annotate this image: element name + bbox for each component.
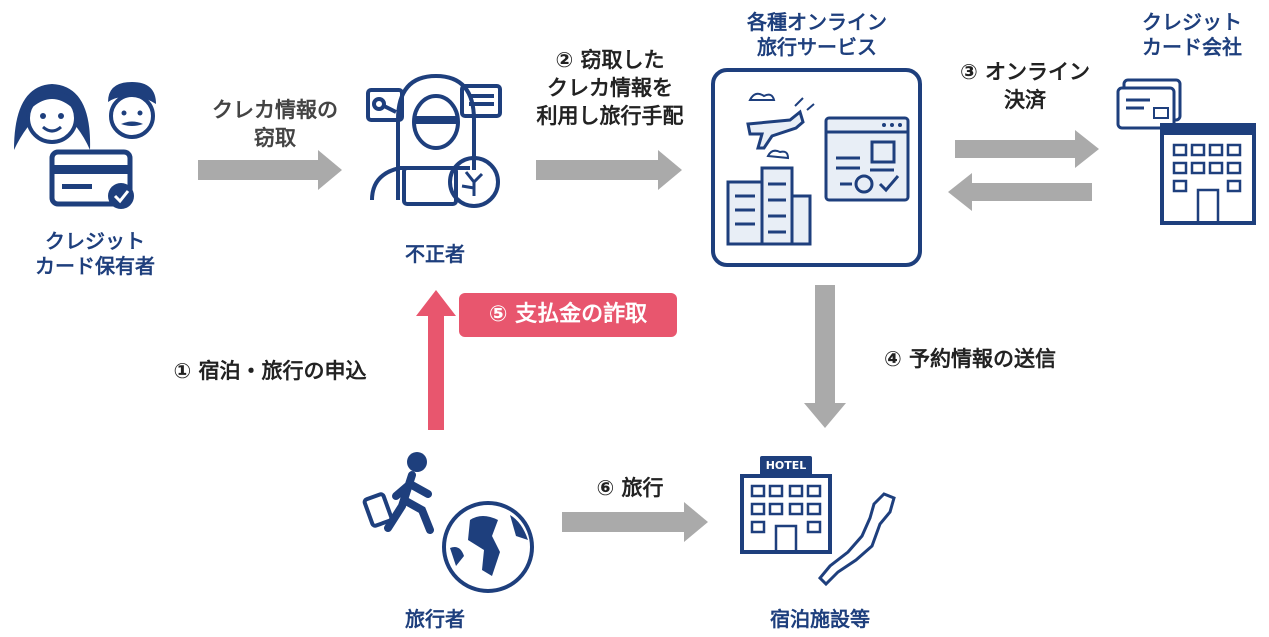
arrow-theft (198, 150, 342, 190)
cardholder-icon (14, 82, 156, 209)
step5-badge: ⑤ 支払金の詐取 (459, 293, 677, 337)
fraudster-icon (366, 73, 502, 208)
card-company-label: クレジット カード会社 (1142, 10, 1242, 59)
hotel-sign: HOTEL (765, 459, 807, 472)
step4-label: ④ 予約情報の送信 (883, 347, 1057, 371)
online-service-panel (711, 68, 922, 267)
accommodation-label: 宿泊施設等 (770, 607, 870, 631)
step3-label: ③ オンライン 決済 (959, 60, 1091, 112)
step6-label: ⑥ 旅行 (596, 476, 664, 500)
arrow-payment-out (955, 130, 1099, 168)
theft-label: クレカ情報の 窃取 (212, 98, 338, 150)
hotel-icon (740, 456, 896, 587)
arrow-arrange (536, 150, 682, 190)
traveler-icon (362, 452, 534, 593)
arrow-defraud (416, 290, 456, 430)
traveler-label: 旅行者 (405, 607, 465, 631)
cardholder-label: クレジット カード保有者 (35, 229, 155, 278)
step1-label: ① 宿泊・旅行の申込 (173, 359, 367, 383)
arrow-travel (562, 502, 708, 542)
arrow-payment-back (948, 173, 1092, 211)
arrow-reservation (804, 285, 846, 428)
online-services-label: 各種オンライン 旅行サービス (747, 10, 887, 59)
step2-label: ② 窃取した クレカ情報を 利用し旅行手配 (536, 48, 684, 128)
fraudster-label: 不正者 (405, 242, 465, 266)
card-company-icon (1116, 78, 1256, 225)
